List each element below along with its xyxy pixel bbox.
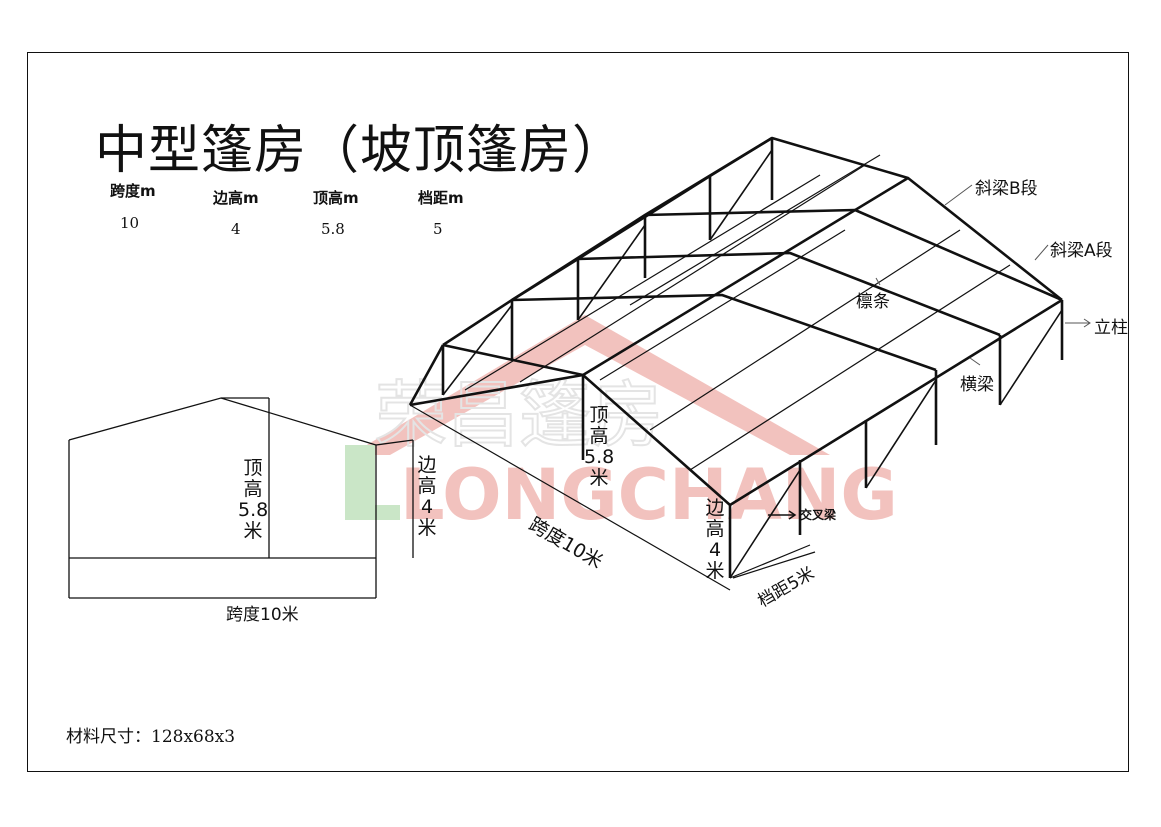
dimension-lines bbox=[409, 404, 816, 591]
spec-label-side-height: 边高m bbox=[213, 189, 259, 207]
spec-value-bay: 5 bbox=[433, 220, 443, 238]
spec-value-span: 10 bbox=[120, 214, 140, 232]
label-brace: 交叉梁 bbox=[800, 508, 837, 522]
spec-label-span: 跨度m bbox=[110, 182, 156, 200]
spec-label-bay: 档距m bbox=[418, 189, 464, 207]
label-rafter-a: 斜梁A段 bbox=[1050, 241, 1113, 261]
dim-span-side: 跨度10米 bbox=[226, 605, 299, 625]
drawing-frame bbox=[27, 52, 1129, 772]
label-cross-beam: 横梁 bbox=[960, 375, 994, 395]
spec-value-side-height: 4 bbox=[231, 220, 241, 238]
label-rafter-b: 斜梁B段 bbox=[975, 179, 1038, 199]
purlins bbox=[464, 154, 1011, 471]
side-elevation bbox=[68, 397, 414, 599]
brace-arrow bbox=[768, 510, 797, 520]
callout-arrows bbox=[875, 184, 1091, 366]
spec-label-top-height: 顶高m bbox=[313, 189, 359, 207]
label-column: 立柱 bbox=[1094, 318, 1128, 338]
spec-value-top-height: 5.8 bbox=[321, 220, 345, 238]
material-size: 材料尺寸：128x68x3 bbox=[66, 727, 236, 747]
watermark-logo: 荣昌篷房 LONGCHANG bbox=[345, 315, 898, 536]
tent-frame-3d bbox=[408, 136, 1064, 578]
cross-braces bbox=[442, 149, 1063, 579]
watermark-en: LONGCHANG bbox=[400, 454, 898, 536]
label-purlin: 檩条 bbox=[856, 292, 890, 312]
diagram-title: 中型篷房（坡顶篷房） bbox=[95, 121, 626, 181]
